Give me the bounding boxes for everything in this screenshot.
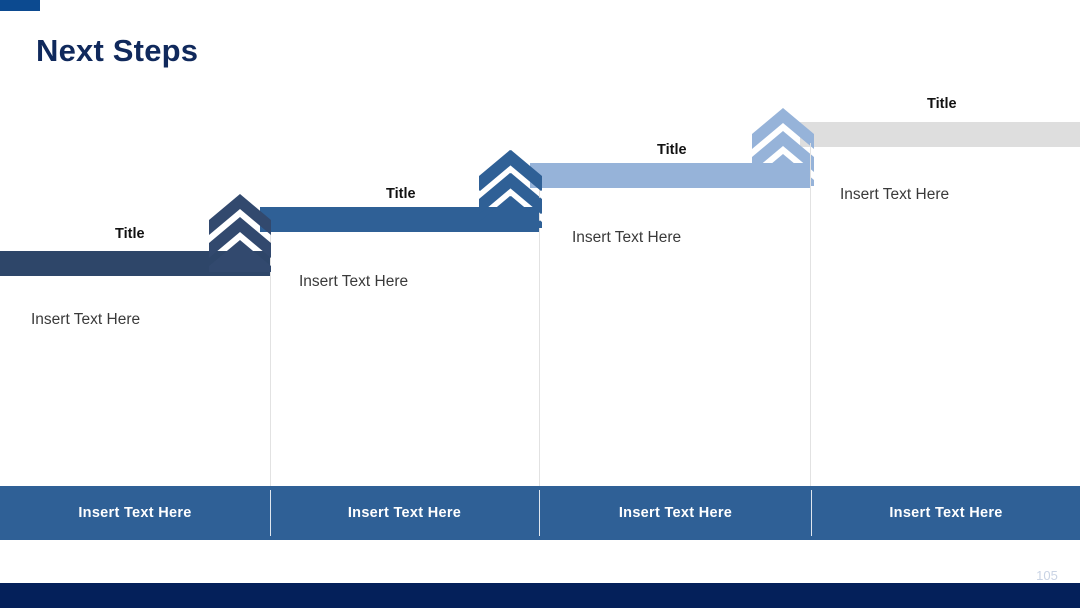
step-body-3: Insert Text Here — [572, 229, 682, 246]
step-title-2: Title — [386, 186, 416, 202]
step-body-4: Insert Text Here — [840, 186, 950, 203]
step-body-2: Insert Text Here — [299, 273, 409, 290]
step-title-4: Title — [927, 96, 957, 112]
caption-cell-1: Insert Text Here — [78, 505, 192, 521]
page-title: Next Steps — [36, 33, 199, 68]
column-divider-1 — [270, 232, 271, 487]
caption-cell-3: Insert Text Here — [618, 505, 733, 521]
caption-band — [0, 486, 1080, 540]
caption-separator-1 — [270, 490, 271, 536]
caption-cell-2: Insert Text Here — [347, 505, 462, 521]
step-title-3: Title — [657, 142, 687, 158]
caption-separator-3 — [811, 490, 812, 536]
step-body-1: Insert Text Here — [31, 311, 141, 328]
column-divider-2 — [539, 187, 540, 487]
chevron-icon-2 — [479, 150, 541, 228]
chevron-stack-2 — [479, 150, 541, 228]
column-divider-3 — [810, 143, 811, 487]
footer-band — [0, 583, 1080, 608]
step-title-1: Title — [115, 226, 145, 242]
brand-accent-bar — [0, 0, 40, 11]
step-bar-4 — [800, 122, 1080, 147]
caption-separator-2 — [539, 490, 540, 536]
page-number: 105 — [1036, 568, 1058, 583]
step-bar-3 — [530, 163, 811, 188]
chevron-stack-1 — [209, 194, 271, 272]
caption-cell-4: Insert Text Here — [889, 505, 1003, 521]
chevron-icon-1 — [209, 194, 271, 272]
